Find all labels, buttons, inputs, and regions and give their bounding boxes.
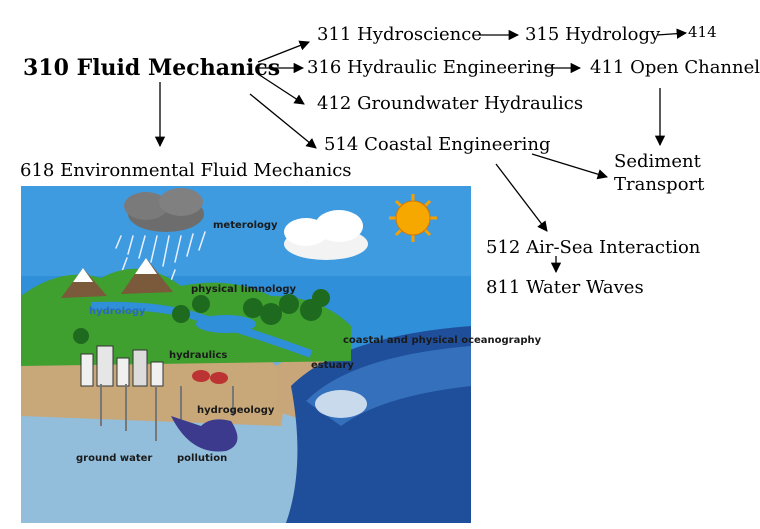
label-ground-water: ground water [76, 453, 152, 464]
mountain-snow [73, 268, 93, 282]
arrow-root-to-311 [257, 40, 310, 63]
mountain-snow [135, 258, 157, 274]
node-316-hydraulic-engineering: 316 Hydraulic Engineering [307, 57, 556, 78]
water-cycle-illustration: meterology physical limnology hydrology … [21, 186, 542, 523]
mountain [61, 268, 107, 298]
node-310-fluid-mechanics: 310 Fluid Mechanics [23, 55, 281, 81]
mountain [121, 258, 173, 294]
arrow-root-to-514 [249, 93, 317, 149]
city [80, 345, 164, 387]
node-512-air-sea-interaction: 512 Air-Sea Interaction [486, 237, 701, 258]
arrow-514-to-512 [495, 163, 548, 232]
label-hydrogeology: hydrogeology [197, 405, 275, 416]
sun-icon [389, 194, 437, 242]
river [90, 301, 313, 358]
node-412-groundwater-hydraulics: 412 Groundwater Hydraulics [317, 93, 584, 114]
label-meteorology: meterology [213, 220, 278, 231]
label-pollution: pollution [177, 453, 227, 464]
node-sediment-transport: Sediment Transport [614, 151, 705, 195]
label-coastal-oceanography: coastal and physical oceanography [343, 335, 542, 346]
lake [196, 315, 256, 333]
node-414: 414 [688, 23, 717, 41]
wave-foam [315, 390, 367, 418]
tanks [192, 370, 228, 384]
arrow-514-to-sediment [531, 153, 608, 180]
node-618-environmental-fluid-mechanics: 618 Environmental Fluid Mechanics [20, 160, 352, 181]
node-811-water-waves: 811 Water Waves [486, 277, 644, 298]
rain-cloud-icon [115, 188, 206, 287]
wells [100, 384, 234, 441]
label-limnology: physical limnology [191, 284, 296, 295]
node-411-open-channel: 411 Open Channel [590, 57, 760, 78]
arrow-315-to-414 [656, 28, 688, 39]
pollution-plume [171, 416, 238, 452]
node-315-hydrology: 315 Hydrology [525, 24, 661, 45]
label-hydrology: hydrology [89, 306, 146, 317]
arrow-root-to-412 [257, 73, 305, 105]
white-cloud-icon [284, 210, 368, 260]
forest [73, 289, 330, 344]
node-514-coastal-engineering: 514 Coastal Engineering [324, 134, 551, 155]
label-hydraulics: hydraulics [169, 350, 227, 361]
label-estuary: estuary [311, 360, 354, 371]
node-311-hydroscience: 311 Hydroscience [317, 24, 482, 45]
